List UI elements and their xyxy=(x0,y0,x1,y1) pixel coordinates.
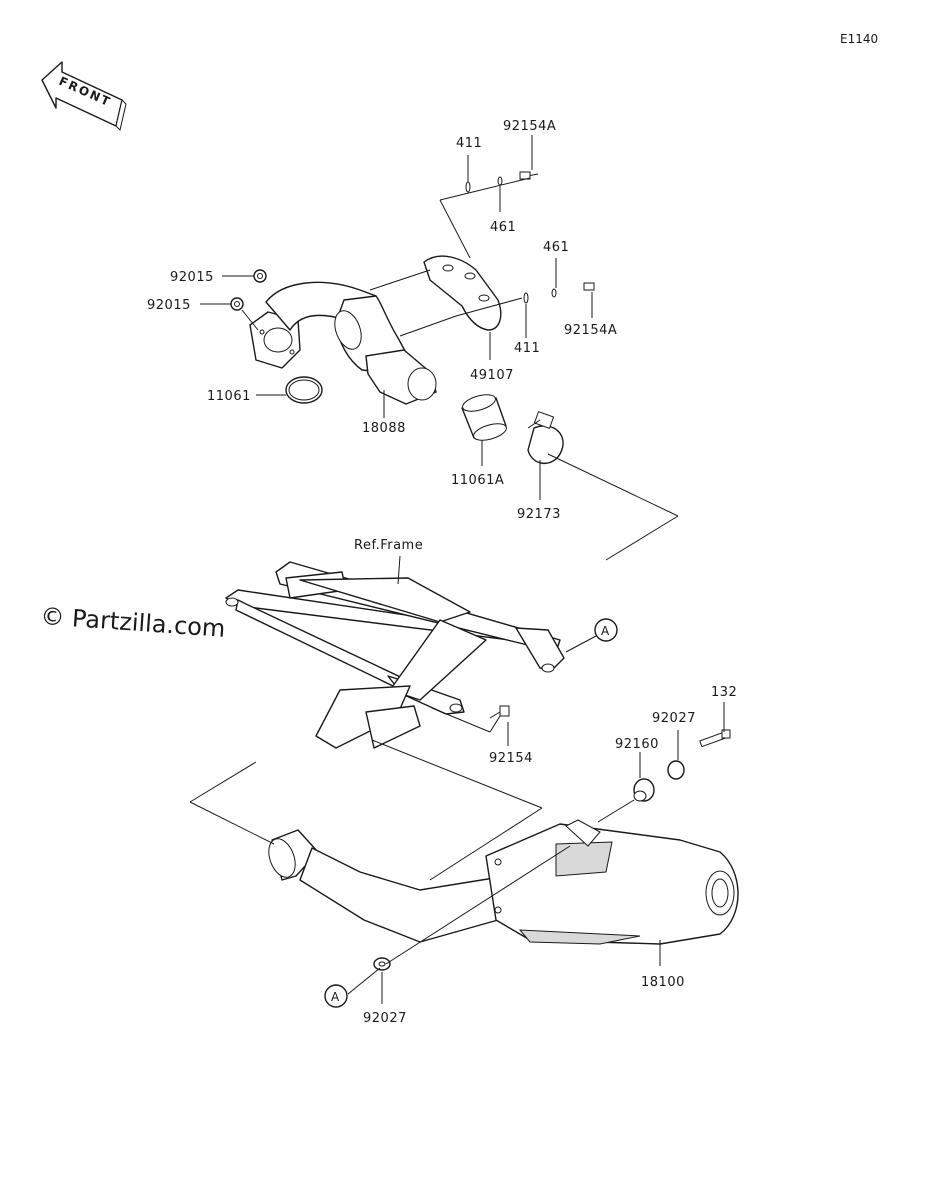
bolt-92154A-right xyxy=(523,282,595,304)
part-label-461-top: 461 xyxy=(490,220,516,235)
svg-text:A: A xyxy=(601,624,610,638)
part-label-411-right: 411 xyxy=(514,341,540,356)
part-label-92154: 92154 xyxy=(489,751,533,766)
leader-lines xyxy=(189,135,725,1004)
muffler-18100 xyxy=(268,819,739,945)
part-label-92160: 92160 xyxy=(615,737,659,752)
damper-92160 xyxy=(633,778,655,802)
ref-frame-label: Ref.Frame xyxy=(354,538,423,553)
part-label-11061A: 11061A xyxy=(451,473,504,488)
part-label-92173: 92173 xyxy=(517,507,561,522)
part-label-411-top: 411 xyxy=(456,136,482,151)
bolt-92154 xyxy=(489,705,510,719)
collar-92027-top xyxy=(667,760,685,780)
watermark: © Partzilla.com xyxy=(40,602,227,643)
part-label-18100: 18100 xyxy=(641,975,685,990)
diagram-code: E1140 xyxy=(840,32,878,46)
part-label-18088: 18088 xyxy=(362,421,406,436)
callout-a-upper: A xyxy=(594,618,618,642)
part-label-92154A-right: 92154A xyxy=(564,323,617,338)
svg-text:A: A xyxy=(331,990,340,1004)
clamp-92173 xyxy=(527,410,564,464)
ref-frame xyxy=(225,561,565,749)
part-label-92027-top: 92027 xyxy=(652,711,696,726)
heat-guard-49107 xyxy=(423,255,502,331)
part-label-92015-b: 92015 xyxy=(147,298,191,313)
part-label-461-right: 461 xyxy=(543,240,569,255)
gasket-11061A xyxy=(461,394,507,441)
part-label-92027-bottom: 92027 xyxy=(363,1011,407,1026)
callout-a-lower: A xyxy=(324,984,348,1008)
collar-92027-bottom xyxy=(373,957,391,971)
bolt-132 xyxy=(699,729,731,748)
bolt-92154A-top xyxy=(465,171,539,193)
part-label-92154A-top: 92154A xyxy=(503,119,556,134)
part-label-49107: 49107 xyxy=(470,368,514,383)
front-arrow-icon: FRONT xyxy=(41,61,127,131)
part-label-92015-a: 92015 xyxy=(170,270,214,285)
exhaust-header-pipe-18088 xyxy=(249,281,437,405)
part-label-132: 132 xyxy=(711,685,737,700)
part-label-11061: 11061 xyxy=(207,389,251,404)
